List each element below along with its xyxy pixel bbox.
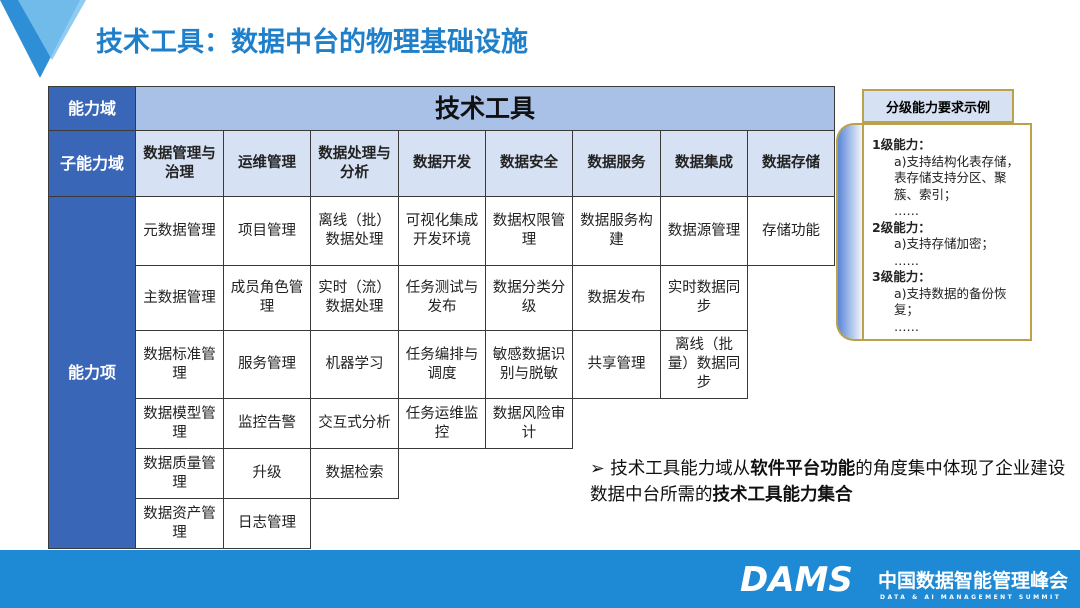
capability-item: 日志管理: [223, 498, 311, 549]
sub-domain-header: 数据开发: [398, 130, 486, 197]
capability-item: 数据分类分级: [485, 265, 573, 331]
capability-item: 升级: [223, 448, 311, 499]
capability-item: 实时（流）数据处理: [310, 265, 399, 331]
sub-domain-header: 运维管理: [223, 130, 311, 197]
sub-domain-header: 数据处理与分析: [310, 130, 399, 197]
capability-item: 数据权限管理: [485, 196, 573, 266]
arrow-bullet-icon: ➢: [590, 459, 605, 479]
note-bold: 软件平台功能: [750, 459, 856, 479]
level1-text: a)支持结构化表存储，表存储支持分区、聚簇、索引；: [894, 153, 1020, 202]
capability-item: 主数据管理: [135, 265, 224, 331]
example-header: 分级能力要求示例: [862, 89, 1014, 123]
capability-item: 离线（批）数据处理: [310, 196, 399, 266]
capability-item: 共享管理: [572, 330, 661, 399]
capability-item: 数据质量管理: [135, 448, 224, 499]
page-title: 技术工具：数据中台的物理基础设施: [96, 27, 528, 58]
ellipsis: ……: [894, 203, 919, 218]
capability-item: 可视化集成开发环境: [398, 196, 486, 266]
domain-label: 能力域: [48, 86, 136, 131]
capability-item: 数据风险审计: [485, 398, 573, 449]
footer-banner: [0, 550, 1080, 608]
ellipsis: ……: [894, 252, 919, 268]
level2-label: 2级能力：: [872, 219, 931, 235]
sub-domain-header: 数据集成: [660, 130, 748, 197]
note-text: 技术工具能力域从: [610, 459, 751, 479]
capability-item: 成员角色管理: [223, 265, 311, 331]
level3-text: a)支持数据的备份恢复；: [894, 285, 1007, 318]
sub-domain-header: 数据安全: [485, 130, 573, 197]
capability-item: 数据发布: [572, 265, 661, 331]
dams-logo: DAMS: [740, 560, 853, 600]
ellipsis: ……: [894, 318, 919, 334]
capability-item: 机器学习: [310, 330, 399, 399]
capability-item: 元数据管理: [135, 196, 224, 266]
brace-connector: [836, 123, 864, 341]
capability-item: 服务管理: [223, 330, 311, 399]
capability-item: 敏感数据识别与脱敏: [485, 330, 573, 399]
sub-domain-label: 子能力域: [48, 130, 136, 197]
capability-item: 任务测试与发布: [398, 265, 486, 331]
sub-domain-header: 数据管理与治理: [135, 130, 224, 197]
item-label: 能力项: [48, 196, 136, 549]
logo-triangle: [18, 0, 86, 60]
capability-item: 存储功能: [747, 196, 835, 266]
capability-item: 项目管理: [223, 196, 311, 266]
capability-item: 交互式分析: [310, 398, 399, 449]
capability-item: 任务运维监控: [398, 398, 486, 449]
capability-item: 实时数据同步: [660, 265, 748, 331]
capability-item: 监控告警: [223, 398, 311, 449]
note-bold: 技术工具能力集合: [712, 485, 853, 505]
summit-name: 中国数据智能管理峰会: [878, 570, 1069, 592]
level2-text: a)支持存储加密；: [894, 236, 995, 251]
example-box: 1级能力： a)支持结构化表存储，表存储支持分区、聚簇、索引； …… 2级能力：…: [862, 123, 1032, 341]
capability-item: 数据标准管理: [135, 330, 224, 399]
capability-item: 数据检索: [310, 448, 399, 499]
summary-note: ➢ 技术工具能力域从软件平台功能的角度集中体现了企业建设数据中台所需的技术工具能…: [590, 456, 1080, 508]
capability-item: 数据服务构建: [572, 196, 661, 266]
capability-item: 数据源管理: [660, 196, 748, 266]
capability-item: 数据资产管理: [135, 498, 224, 549]
level3-label: 3级能力：: [872, 269, 931, 284]
capability-item: 离线（批量）数据同步: [660, 330, 748, 399]
summit-name-en: DATA & AI MANAGEMENT SUMMIT: [880, 594, 1062, 601]
sub-domain-header: 数据存储: [747, 130, 835, 197]
capability-item: 任务编排与调度: [398, 330, 486, 399]
sub-domain-header: 数据服务: [572, 130, 661, 197]
level1-label: 1级能力：: [872, 137, 931, 152]
capability-item: 数据模型管理: [135, 398, 224, 449]
note-text: 的角度集中体现了企业建设数据中台所需的: [590, 459, 1066, 505]
domain-value: 技术工具: [135, 86, 835, 131]
